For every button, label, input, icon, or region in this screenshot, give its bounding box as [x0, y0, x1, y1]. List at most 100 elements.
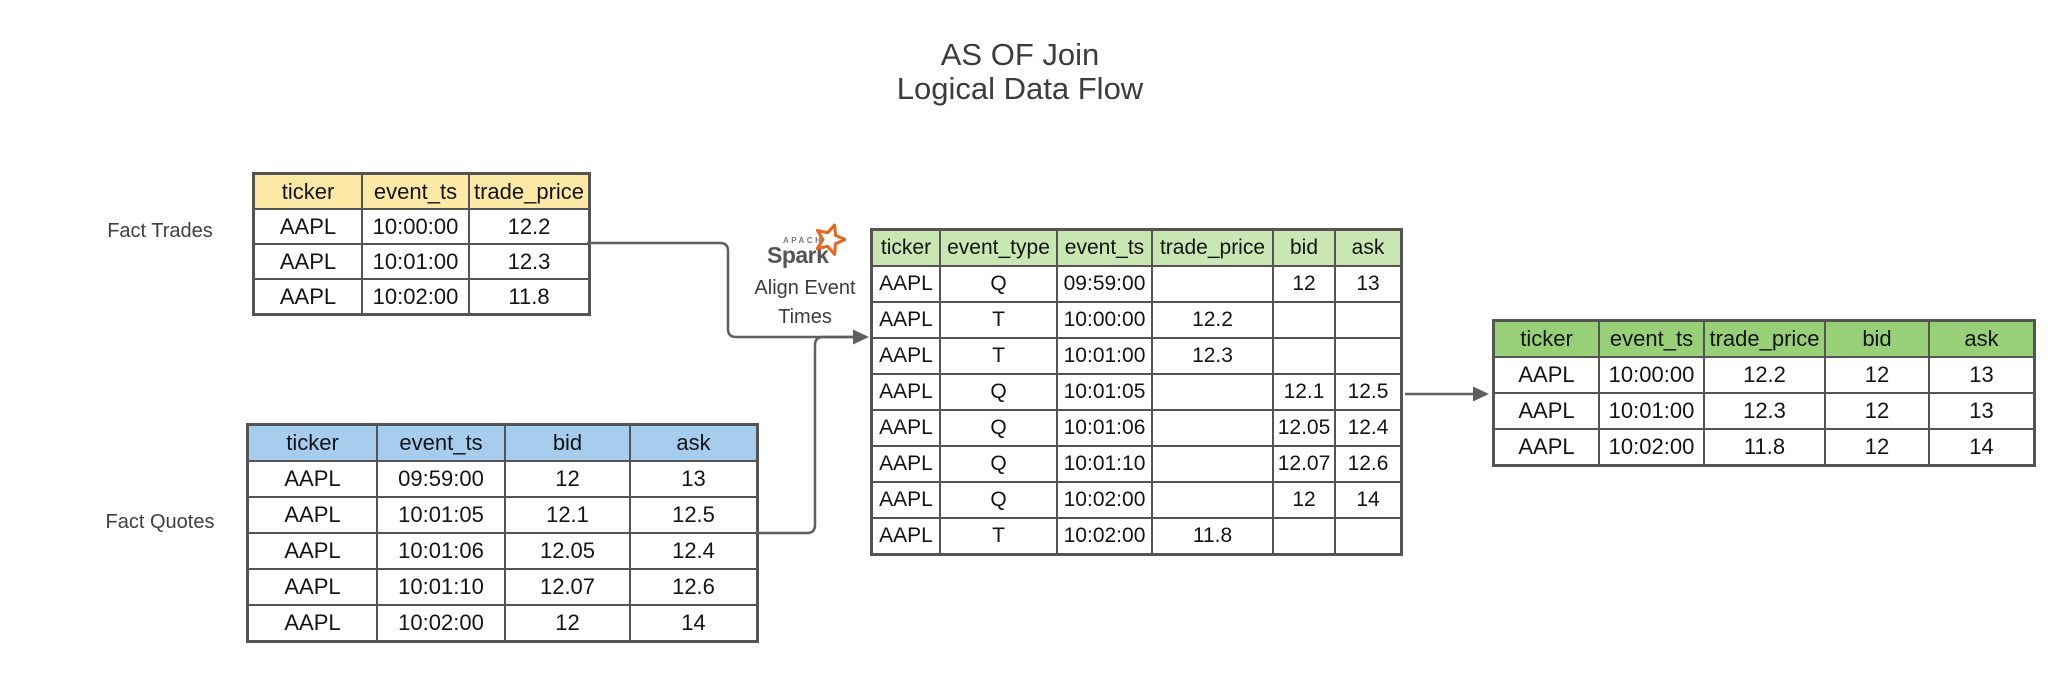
table-cell: 12.3: [468, 243, 591, 280]
table-cell: 12.3: [1703, 392, 1826, 430]
table-cell: 12.2: [1151, 301, 1274, 339]
align-event-times-caption: Align Event Times: [744, 274, 866, 332]
table-cell: 10:00:00: [1056, 301, 1153, 339]
table-cell: 12.05: [1272, 409, 1336, 447]
table-cell: 12.6: [1334, 445, 1403, 483]
table-cell: 10:01:10: [376, 568, 506, 606]
table-cell: 11.8: [1703, 428, 1826, 467]
column-header: trade_price: [1151, 228, 1274, 267]
table-cell: [1151, 409, 1274, 447]
arrowhead-into-result-table: [1473, 386, 1489, 402]
table-cell: 10:01:00: [1598, 392, 1705, 430]
column-header: ask: [1334, 228, 1403, 267]
table-cell: 13: [1334, 265, 1403, 303]
table-cell: AAPL: [1492, 356, 1600, 394]
table-cell: 13: [1928, 356, 2036, 394]
table-cell: 11.8: [468, 278, 591, 316]
caption-line-2: Times: [778, 306, 832, 328]
table-cell: 12: [504, 460, 631, 498]
table-cell: 12: [1272, 265, 1336, 303]
table-cell: 09:59:00: [376, 460, 506, 498]
table-cell: 14: [1334, 481, 1403, 519]
table-cell: AAPL: [246, 532, 378, 570]
table-cell: AAPL: [1492, 428, 1600, 467]
table-cell: 10:01:10: [1056, 445, 1153, 483]
table-cell: [1151, 445, 1274, 483]
table-cell: 12.07: [1272, 445, 1336, 483]
table-cell: AAPL: [246, 460, 378, 498]
table-cell: AAPL: [870, 301, 941, 339]
column-header: event_ts: [361, 172, 470, 210]
table-cell: 12.05: [504, 532, 631, 570]
table-cell: Q: [939, 265, 1058, 303]
table-cell: [1272, 517, 1336, 556]
table-cell: AAPL: [252, 278, 363, 316]
table-cell: AAPL: [246, 496, 378, 534]
fact-quotes-label: Fact Quotes: [105, 511, 215, 533]
caption-line-1: Align Event: [754, 277, 856, 299]
table-cell: [1272, 301, 1336, 339]
apache-spark-logo: APACHE Spark™: [745, 220, 875, 272]
table-cell: 10:01:06: [376, 532, 506, 570]
table-cell: 11.8: [1151, 517, 1274, 556]
table-cell: Q: [939, 409, 1058, 447]
title-line-2: Logical Data Flow: [896, 71, 1144, 106]
table-cell: [1334, 337, 1403, 375]
table-cell: AAPL: [870, 481, 941, 519]
table-cell: 10:01:06: [1056, 409, 1153, 447]
table-cell: AAPL: [870, 265, 941, 303]
table-cell: 12: [1824, 392, 1930, 430]
table-cell: [1151, 481, 1274, 519]
table-cell: AAPL: [870, 373, 941, 411]
table-cell: 10:02:00: [1598, 428, 1705, 467]
table-cell: 10:01:05: [1056, 373, 1153, 411]
table-cell: AAPL: [246, 604, 378, 643]
table-cell: 12.4: [629, 532, 759, 570]
table-cell: Q: [939, 373, 1058, 411]
table-cell: AAPL: [870, 445, 941, 483]
column-header: bid: [1824, 319, 1930, 358]
table-cell: 13: [629, 460, 759, 498]
table-cell: 12: [1824, 356, 1930, 394]
table-cell: 12.5: [1334, 373, 1403, 411]
table-cell: [1151, 373, 1274, 411]
column-header: ticker: [1492, 319, 1600, 358]
column-header: ticker: [870, 228, 941, 267]
column-header: trade_price: [468, 172, 591, 210]
table-cell: 12.1: [1272, 373, 1336, 411]
table-cell: 12: [1272, 481, 1336, 519]
table-cell: 12.5: [629, 496, 759, 534]
table-cell: 10:02:00: [1056, 517, 1153, 556]
column-header: ask: [629, 423, 759, 462]
column-header: bid: [1272, 228, 1336, 267]
table-cell: 10:01:05: [376, 496, 506, 534]
table-cell: AAPL: [246, 568, 378, 606]
spark-star-icon: [815, 223, 846, 256]
table-cell: [1334, 301, 1403, 339]
table-cell: 12.07: [504, 568, 631, 606]
table-cell: 10:02:00: [361, 278, 470, 316]
fact-trades-label: Fact Trades: [107, 220, 213, 242]
table-cell: 12.2: [468, 208, 591, 245]
table-cell: 10:01:00: [1056, 337, 1153, 375]
